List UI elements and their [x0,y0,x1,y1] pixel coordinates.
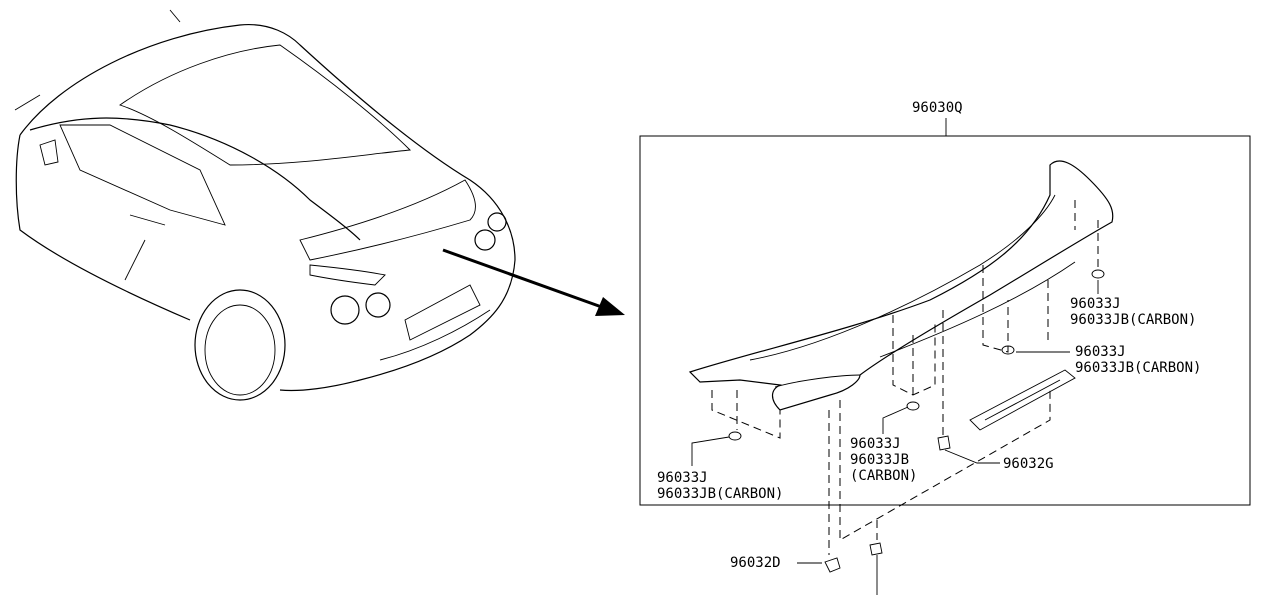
part-number: (CARBON) [850,468,918,484]
label-96030Q: 96030Q [912,100,963,116]
label-96032D: 96032D [730,555,781,571]
callout-upper-right: 96033J 96033JB(CARBON) [1070,296,1196,328]
part-number: 96033JB(CARBON) [1075,360,1202,376]
leader-lines [691,280,1099,595]
part-number: 96033JB(CARBON) [1070,312,1197,328]
assembly-frame [639,135,1251,506]
part-number: 96033J [1070,296,1121,312]
part-number: 96033JB [850,452,910,468]
part-number: 96033J [1075,344,1126,360]
pointer-arrow [442,248,611,312]
arrow-head [595,297,625,316]
car-rear-illustration [14,9,516,401]
part-number: 96033JB(CARBON) [657,486,784,502]
callout-left: 96033J 96033JB(CARBON) [657,470,783,502]
dashed-guides [711,200,1099,555]
callout-middle-right: 96033J 96033JB(CARBON) [1075,344,1201,376]
part-number: 96033J [657,470,708,486]
part-number: 96033J [850,436,901,452]
callout-center: 96033J 96033JB (CARBON) [850,436,917,484]
rear-spoiler-drawing [688,160,1114,573]
label-96032G: 96032G [1003,456,1054,472]
